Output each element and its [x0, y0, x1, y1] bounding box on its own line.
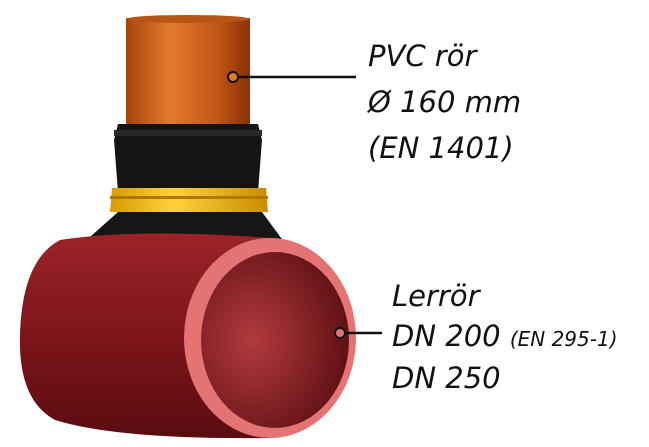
- yellow-sealing-ring: [110, 188, 268, 212]
- clay-label-dn250: DN 250: [392, 361, 501, 395]
- pvc-label-diameter: Ø 160 mm: [368, 85, 522, 119]
- pvc-label-title: PVC rör: [368, 39, 477, 73]
- pvc-label-standard: (EN 1401): [368, 131, 514, 165]
- clay-label-title: Lerrör: [392, 279, 480, 313]
- black-adapter: [114, 124, 262, 192]
- clay-pipe: [19, 233, 356, 439]
- clay-label-dn200: DN 200 (EN 295-1): [392, 322, 618, 351]
- pvc-leader-line: [227, 71, 356, 83]
- clay-standard-note: (EN 295-1): [509, 327, 618, 351]
- clay-dn200: DN 200: [392, 319, 501, 353]
- clay-leader-line: [334, 327, 382, 339]
